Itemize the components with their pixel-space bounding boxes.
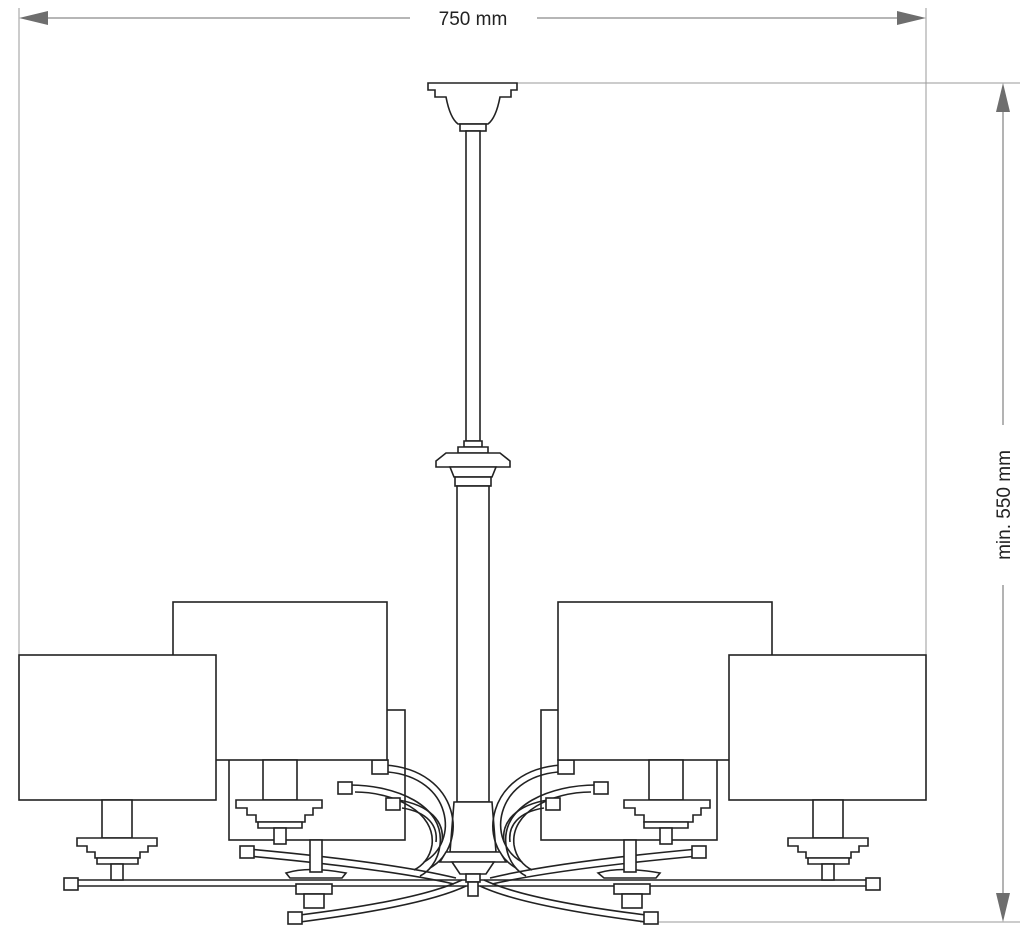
arms-lower [75,848,874,923]
height-arrow-top [996,83,1010,112]
lamp-holder-outer-right [787,799,869,881]
arm-end-caps [63,845,881,925]
height-label: min. 550 mm [994,450,1015,560]
width-arrow-left [19,11,48,25]
lamp-holder-front-right [623,759,711,845]
ceiling-canopy [427,82,518,132]
height-arrow-bottom [996,893,1010,922]
central-column [449,485,497,853]
central-hub [438,851,508,897]
width-label: 750 mm [439,9,508,30]
width-arrow-right [897,11,926,25]
width-dimension: 750 mm [18,8,927,655]
lamp-holder-outer-left [76,799,158,881]
shade-outer-right [728,654,927,801]
shade-outer-left [18,654,217,801]
lower-lamp-stems [284,839,662,909]
suspension-rod [457,130,489,454]
height-dimension: min. 550 mm [478,82,1020,923]
lamp-holder-front-left [235,759,323,845]
central-collar [435,452,511,487]
